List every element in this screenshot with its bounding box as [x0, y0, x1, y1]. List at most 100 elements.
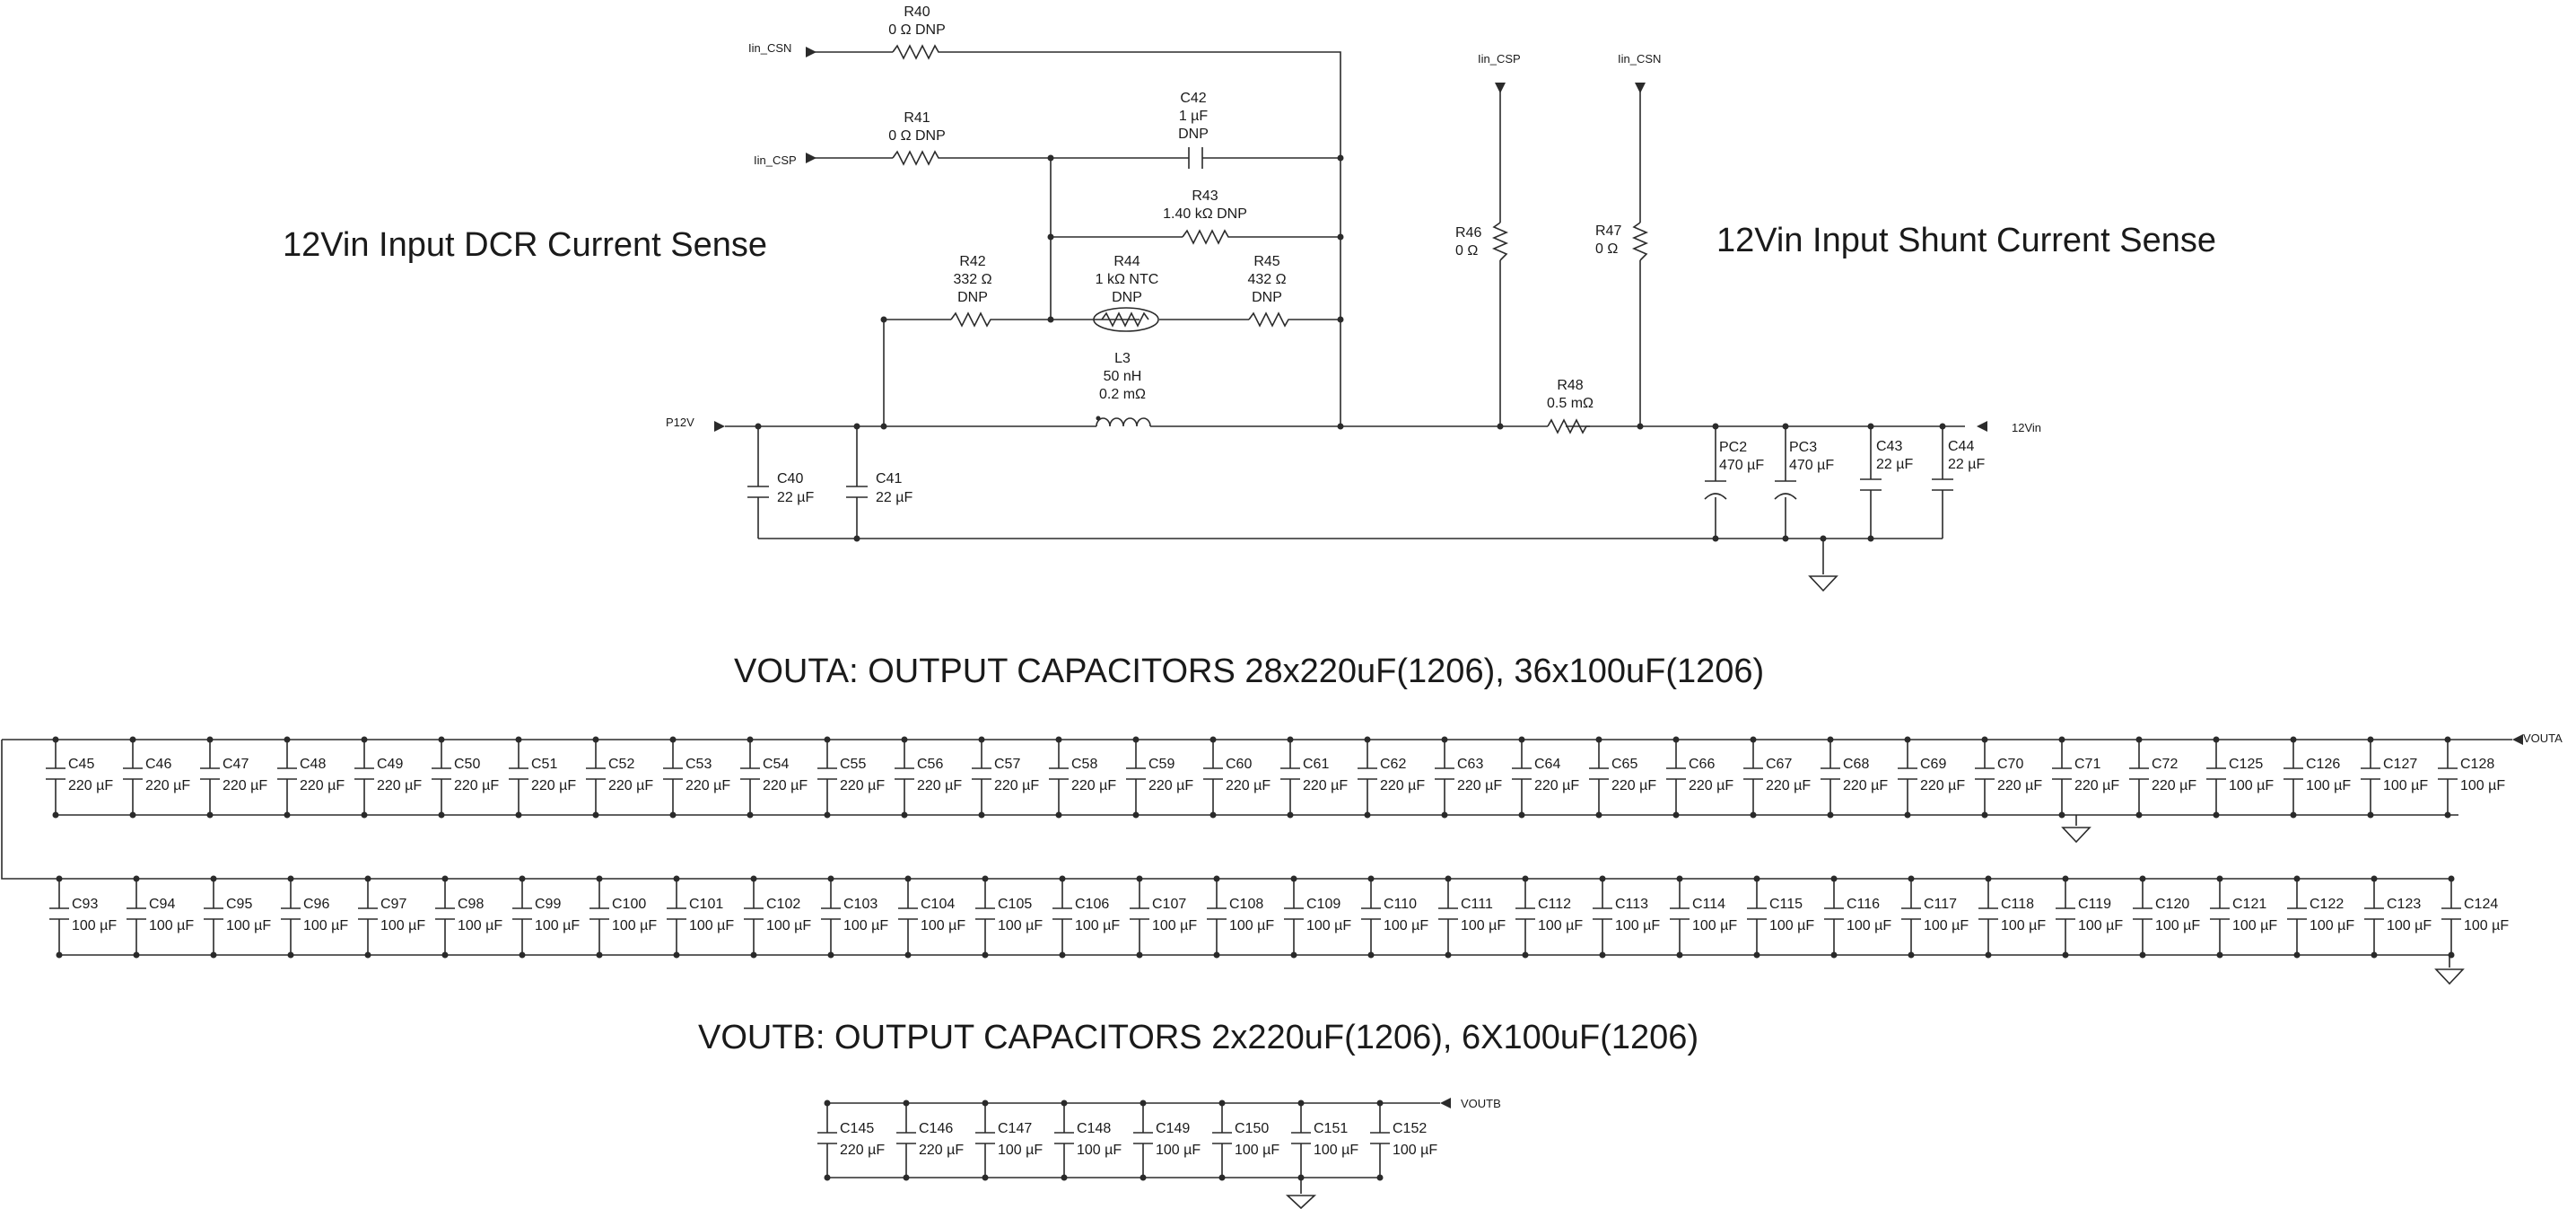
c107-ref: C107 — [1152, 897, 1186, 912]
c122-ref: C122 — [2310, 897, 2344, 912]
r44-value: 1 kΩ NTC — [1096, 272, 1159, 287]
p12v-port-icon — [714, 421, 725, 432]
c121-value: 100 µF — [2232, 918, 2277, 933]
c55-value: 220 µF — [840, 778, 885, 793]
c70-value: 220 µF — [1997, 778, 2042, 793]
r48-ref: R48 — [1557, 378, 1583, 393]
c66-value: 220 µF — [1689, 778, 1733, 793]
c104-ref: C104 — [921, 897, 955, 912]
c49-ref: C49 — [377, 757, 403, 772]
c149-value: 100 µF — [1156, 1143, 1201, 1158]
r43-ref: R43 — [1192, 188, 1218, 204]
c103-ref: C103 — [843, 897, 878, 912]
c99-ref: C99 — [535, 897, 561, 912]
c42-note: DNP — [1178, 127, 1209, 142]
c47-value: 220 µF — [223, 778, 267, 793]
c40-value: 22 µF — [777, 490, 814, 505]
c43-ref: C43 — [1876, 439, 1902, 454]
c150-value: 100 µF — [1235, 1143, 1279, 1158]
c47-ref: C47 — [223, 757, 249, 772]
c58-value: 220 µF — [1071, 778, 1116, 793]
resistor-r48: R48 0.5 mΩ — [1547, 378, 1594, 434]
capacitor-c49: C49 220 µF — [354, 736, 422, 819]
c49-value: 220 µF — [377, 778, 422, 793]
capacitor-c40: C40 22 µF — [747, 471, 814, 505]
c69-value: 220 µF — [1920, 778, 1965, 793]
r44-ref: R44 — [1113, 254, 1140, 269]
c106-value: 100 µF — [1075, 918, 1120, 933]
c44-ref: C44 — [1948, 439, 1974, 454]
ground-icon-vouta-row2 — [2434, 968, 2465, 986]
l3-ref: L3 — [1114, 351, 1131, 366]
c61-ref: C61 — [1303, 757, 1329, 772]
c64-ref: C64 — [1534, 757, 1560, 772]
c50-ref: C50 — [454, 757, 480, 772]
c95-ref: C95 — [226, 897, 252, 912]
c108-ref: C108 — [1229, 897, 1263, 912]
c46-ref: C46 — [145, 757, 171, 772]
c48-value: 220 µF — [300, 778, 345, 793]
c145-value: 220 µF — [840, 1143, 885, 1158]
capacitor-c43: C43 22 µF — [1860, 439, 1913, 491]
c56-ref: C56 — [917, 757, 943, 772]
c111-ref: C111 — [1461, 897, 1493, 912]
c61-value: 220 µF — [1303, 778, 1348, 793]
r41-ref: R41 — [904, 110, 930, 126]
net-label-iin-csp-right: Iin_CSP — [1478, 52, 1521, 66]
c100-value: 100 µF — [612, 918, 657, 933]
c126-ref: C126 — [2306, 757, 2340, 772]
ground-icon-voutb — [1285, 1195, 1317, 1209]
c48-ref: C48 — [300, 757, 326, 772]
input-junction-dots — [755, 154, 1946, 542]
net-label-voutb: VOUTB — [1461, 1097, 1501, 1110]
c103-value: 100 µF — [843, 918, 888, 933]
c57-ref: C57 — [994, 757, 1020, 772]
c122-value: 100 µF — [2310, 918, 2354, 933]
c59-value: 220 µF — [1148, 778, 1193, 793]
c111-value: 100 µF — [1461, 918, 1506, 933]
c98-value: 100 µF — [458, 918, 502, 933]
inductor-l3: L3 50 nH 0.2 mΩ — [1096, 351, 1151, 427]
c72-ref: C72 — [2152, 757, 2178, 772]
c149-ref: C149 — [1156, 1121, 1190, 1136]
r42-note: DNP — [957, 290, 988, 305]
c97-value: 100 µF — [380, 918, 425, 933]
l3-note: 0.2 mΩ — [1099, 387, 1146, 402]
r48-value: 0.5 mΩ — [1547, 396, 1594, 411]
c104-value: 100 µF — [921, 918, 965, 933]
c118-value: 100 µF — [2001, 918, 2046, 933]
input-sense-wires — [725, 51, 1965, 574]
c52-value: 220 µF — [608, 778, 653, 793]
c128-value: 100 µF — [2460, 778, 2505, 793]
c105-value: 100 µF — [998, 918, 1043, 933]
resistor-r46: R46 0 Ω — [1455, 222, 1509, 261]
c116-value: 100 µF — [1847, 918, 1891, 933]
c115-ref: C115 — [1769, 897, 1803, 912]
